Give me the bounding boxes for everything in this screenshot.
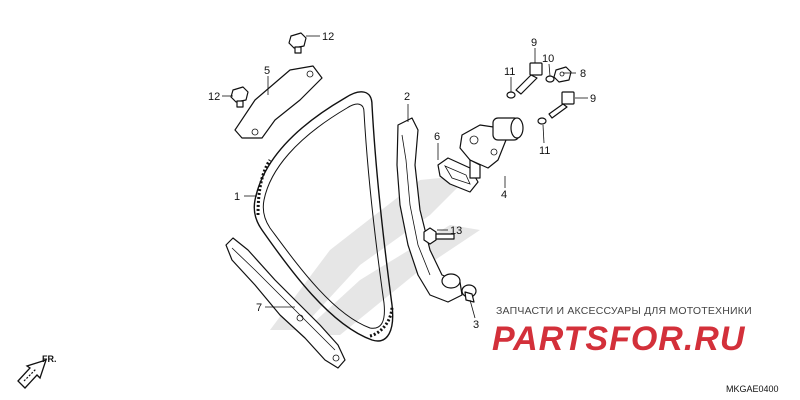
diagram-code: MKGAE0400 bbox=[726, 384, 779, 394]
front-direction-indicator: FR. bbox=[17, 354, 57, 389]
callout-labels: 1 2 3 4 5 6 7 8 9 9 10 11 11 12 12 13 bbox=[208, 31, 596, 331]
tensioner-lifter bbox=[459, 117, 524, 179]
callout-11-upper: 11 bbox=[504, 66, 515, 78]
collar-3 bbox=[461, 284, 477, 303]
watermark: ЗАПЧАСТИ И АКСЕССУАРЫ ДЛЯ МОТОТЕХНИКИ PA… bbox=[492, 305, 752, 358]
callout-11-lower: 11 bbox=[539, 145, 550, 157]
callout-1: 1 bbox=[234, 191, 240, 203]
washer-11-lower bbox=[537, 117, 547, 125]
watermark-text-line: ЗАПЧАСТИ И АКСЕССУАРЫ ДЛЯ МОТОТЕХНИКИ bbox=[496, 305, 752, 317]
watermark-logo: PARTSFOR.RU bbox=[492, 320, 746, 358]
gasket-6 bbox=[437, 157, 479, 193]
chain-tensioner-arm bbox=[396, 117, 463, 303]
callout-9-lower: 9 bbox=[590, 93, 596, 105]
callout-12-left: 12 bbox=[208, 91, 220, 103]
bolt-12-left bbox=[230, 86, 249, 108]
chain-guide-bracket bbox=[234, 65, 323, 139]
bolt-10 bbox=[545, 75, 555, 83]
callout-3: 3 bbox=[473, 319, 479, 331]
callout-9-upper: 9 bbox=[531, 37, 537, 49]
bolt-9-lower bbox=[548, 91, 575, 119]
bolt-12-upper bbox=[288, 32, 307, 54]
front-arrow-icon bbox=[17, 358, 48, 389]
callout-8: 8 bbox=[580, 68, 586, 80]
front-label: FR. bbox=[42, 354, 57, 364]
callout-2: 2 bbox=[404, 91, 410, 103]
callout-13: 13 bbox=[450, 225, 462, 237]
callout-6: 6 bbox=[434, 131, 440, 143]
bolt-9-upper bbox=[515, 62, 543, 95]
leader-lines bbox=[222, 35, 588, 319]
washer-11-upper bbox=[506, 91, 516, 99]
callout-5: 5 bbox=[264, 65, 270, 77]
callout-4: 4 bbox=[501, 189, 507, 201]
bolt-13 bbox=[423, 227, 455, 245]
callout-12-upper: 12 bbox=[322, 31, 334, 43]
callout-10: 10 bbox=[542, 53, 554, 65]
callout-7: 7 bbox=[256, 302, 262, 314]
chain-guide-7 bbox=[225, 237, 346, 369]
cam-chain bbox=[253, 91, 394, 342]
bolt-8 bbox=[553, 66, 572, 83]
